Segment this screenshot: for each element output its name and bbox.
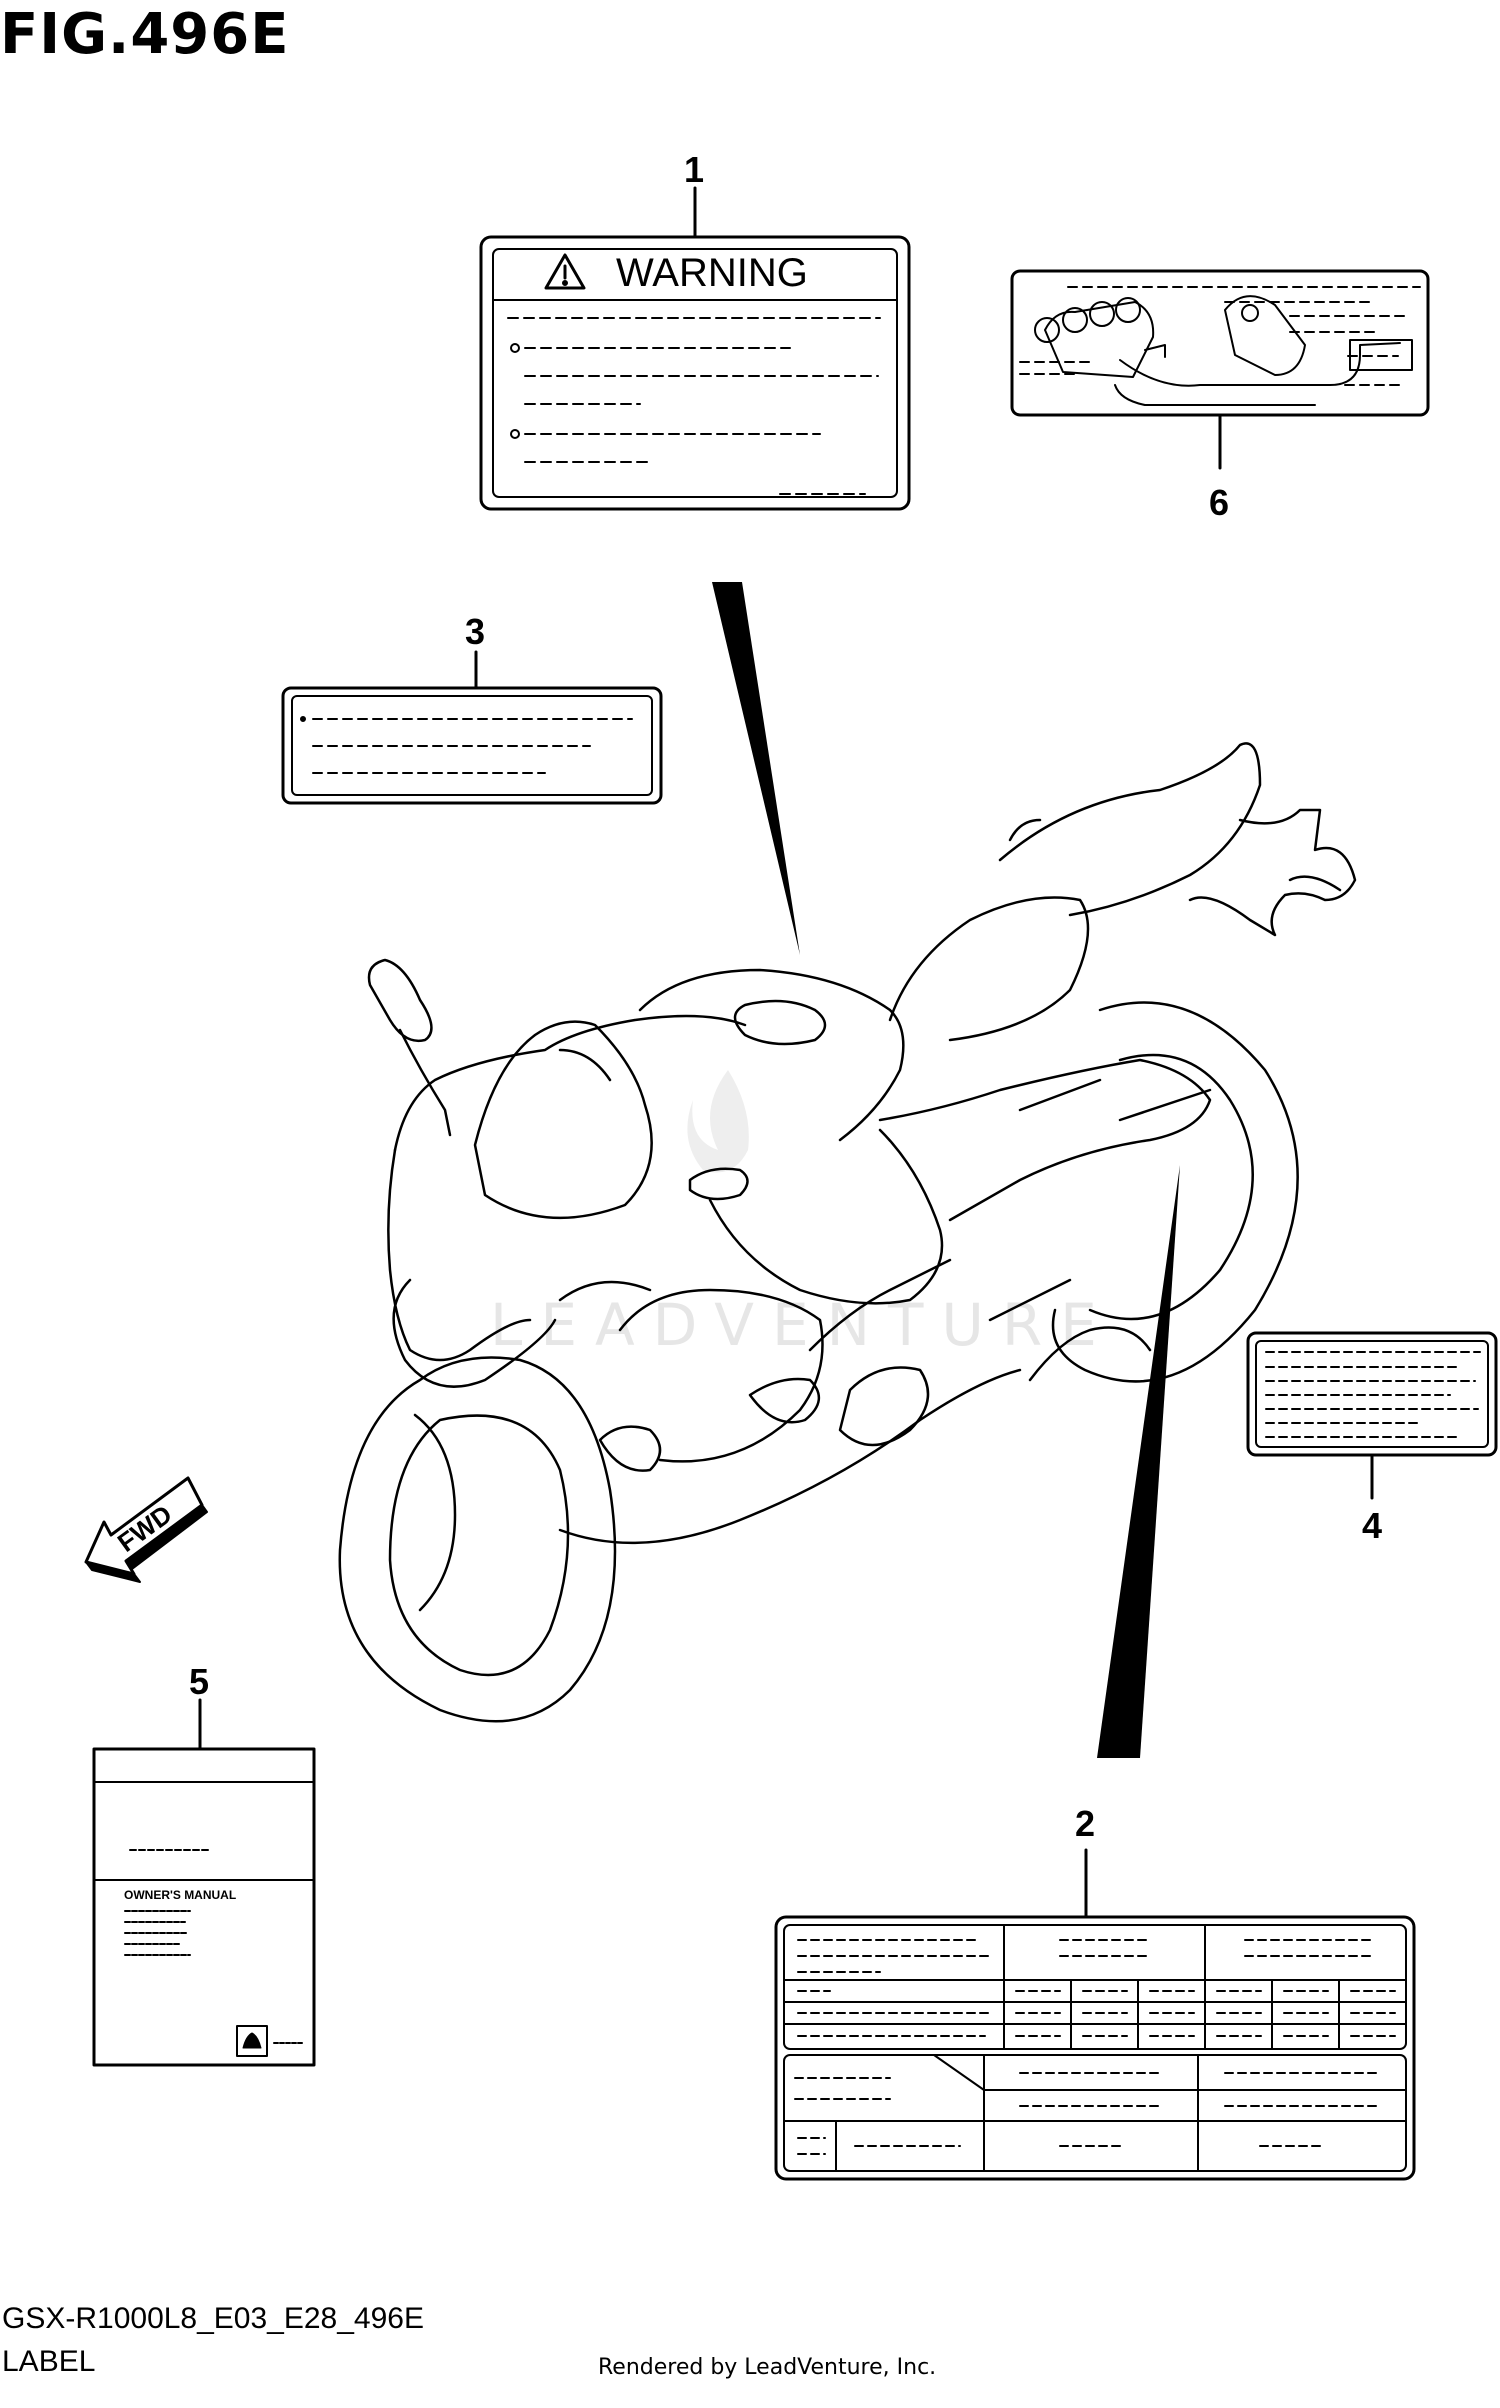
callout-1: 1 <box>684 149 704 190</box>
part-1-warning-label[interactable] <box>479 235 911 511</box>
suzuki-logo-icon <box>242 2032 262 2049</box>
callout-4: 4 <box>1362 1505 1382 1546</box>
warning-triangle-icon <box>544 253 586 290</box>
motorcycle-illustration <box>338 742 1357 1723</box>
model-code: GSX-R1000L8_E03_E28_496E <box>2 2302 424 2335</box>
callout-3: 3 <box>465 611 485 652</box>
part-2-info-label[interactable] <box>774 1915 1416 2181</box>
part-3-label[interactable] <box>281 686 663 805</box>
section-name: LABEL <box>2 2345 96 2378</box>
part-4-label[interactable] <box>1246 1331 1498 1457</box>
part-5-owners-manual[interactable] <box>92 1747 316 2067</box>
callout-5: 5 <box>189 1661 209 1702</box>
pointer-wedge-1 <box>712 582 800 955</box>
figure-title: FIG.496E <box>0 2 290 67</box>
watermark-flame-icon <box>687 1070 749 1173</box>
pointer-wedge-2 <box>1097 1165 1180 1758</box>
part-6-wiring-label[interactable] <box>1010 269 1430 417</box>
warning-heading: WARNING <box>616 251 808 295</box>
callout-2: 2 <box>1075 1803 1095 1844</box>
callout-6: 6 <box>1209 482 1229 523</box>
owners-manual-title: OWNER'S MANUAL <box>124 1888 236 1902</box>
watermark-text: LEADVENTURE <box>490 1291 1115 1359</box>
render-credit: Rendered by LeadVenture, Inc. <box>598 2355 937 2380</box>
fwd-arrow-icon <box>84 1476 208 1583</box>
